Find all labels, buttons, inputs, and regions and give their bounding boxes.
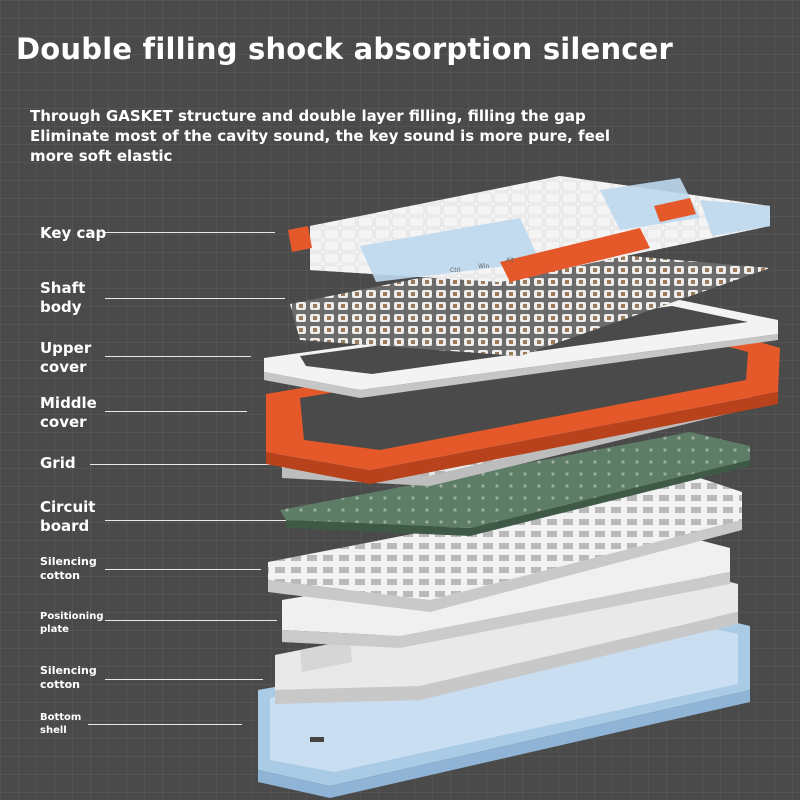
label-middle-cover: Middle cover	[40, 394, 97, 431]
silencing-cotton-1-part	[268, 478, 742, 612]
leader-middle-cover	[105, 411, 247, 412]
label-upper-cover: Upper cover	[40, 339, 92, 376]
keycap-legend-ctrl: Ctrl	[450, 267, 461, 274]
leader-bottom-shell	[88, 724, 242, 725]
leader-circuit-board	[105, 520, 293, 521]
description-line-3: more soft elastic	[30, 147, 173, 165]
middle-cover-part	[266, 322, 780, 484]
label-silencing-cotton-1: Silencing cotton	[40, 555, 97, 582]
keycap-legend-win: Win	[478, 263, 489, 270]
leader-grid	[90, 464, 274, 465]
description-line-1: Through GASKET structure and double laye…	[30, 107, 586, 125]
circuit-board-part	[280, 432, 750, 536]
label-positioning-plate: Positioning plate	[40, 611, 104, 635]
switches-part	[290, 250, 770, 356]
leader-keycap	[105, 232, 275, 233]
label-silencing-cotton-2: Silencing cotton	[40, 664, 97, 691]
label-bottom-shell: Bottom shell	[40, 712, 82, 736]
keycap-legend-alt: Alt	[506, 257, 515, 264]
page-title: Double filling shock absorption silencer	[16, 32, 674, 66]
keycaps-part: Ctrl Win Alt	[288, 176, 770, 282]
label-keycap: Key cap	[40, 224, 107, 242]
description: Through GASKET structure and double laye…	[30, 106, 630, 166]
leader-silencing-cotton-2	[105, 679, 263, 680]
label-grid: Grid	[40, 454, 76, 472]
label-shaft-body: Shaft body	[40, 279, 86, 316]
leader-upper-cover	[105, 356, 251, 357]
description-line-2: Eliminate most of the cavity sound, the …	[30, 127, 611, 145]
leader-shaft-body	[105, 298, 285, 299]
leader-silencing-cotton-1	[105, 569, 261, 570]
bottom-shell-part	[258, 612, 750, 798]
label-circuit-board: Circuit board	[40, 498, 96, 535]
leader-positioning-plate	[105, 620, 277, 621]
